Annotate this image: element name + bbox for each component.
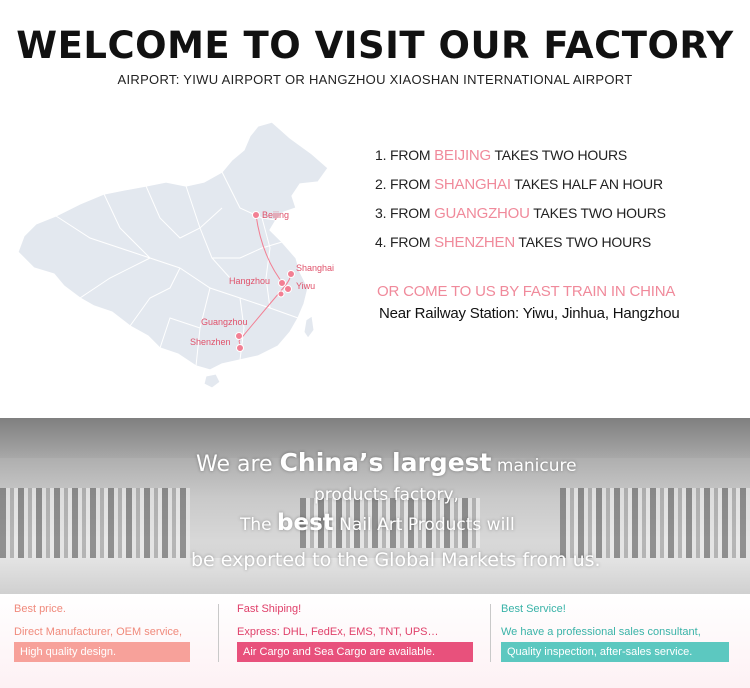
marker-shenzhen	[236, 344, 244, 352]
route-city: BEIJING	[434, 147, 492, 164]
province-borders	[55, 171, 299, 367]
banner-line-1-a: We are	[196, 452, 280, 477]
feature-line: We have a professional sales consultant,	[501, 626, 701, 638]
showroom-floor	[0, 558, 750, 594]
banner-line-4: be exported to the Global Markets from u…	[191, 549, 601, 571]
route-prefix: 3. FROM	[375, 205, 435, 221]
feature-best-price: Best price. Direct Manufacturer, OEM ser…	[14, 594, 214, 688]
route-prefix: 4. FROM	[375, 234, 435, 250]
feature-line: Direct Manufacturer, OEM service,	[14, 626, 183, 638]
route-prefix: 2. FROM	[375, 176, 435, 192]
label-guangzhou: Guangzhou	[201, 317, 248, 327]
banner-text: We are China’s largest manicure products…	[0, 418, 750, 594]
page-title: WELCOME TO VISIT OUR FACTORY	[16, 24, 734, 67]
marker-beijing	[252, 211, 260, 219]
marker-shanghai	[287, 270, 295, 278]
banner-line-3-a: The	[240, 515, 278, 535]
label-shenzhen: Shenzhen	[190, 337, 231, 347]
feature-fast-shipping: Fast Shiping! Express: DHL, FedEx, EMS, …	[237, 594, 477, 688]
route-suffix: TAKES TWO HOURS	[491, 147, 628, 163]
route-city: SHANGHAI	[434, 176, 511, 193]
railway-station-text: Near Railway Station: Yiwu, Jinhua, Hang…	[379, 305, 680, 322]
china-landmass	[17, 121, 329, 371]
label-hangzhou: Hangzhou	[229, 276, 270, 286]
banner-line-1-c: manicure	[491, 456, 577, 476]
route-item: 4. FROM SHENZHEN TAKES TWO HOURS	[375, 232, 735, 261]
route-item: 1. FROM BEIJING TAKES TWO HOURS	[375, 145, 735, 174]
feature-line: Express: DHL, FedEx, EMS, TNT, UPS…	[237, 626, 439, 638]
route-prefix: 1. FROM	[375, 147, 435, 163]
label-shanghai: Shanghai	[296, 263, 334, 273]
banner-line-1: We are China’s largest manicure	[196, 448, 577, 477]
china-map-svg: Beijing Shanghai Hangzhou Yiwu Guangzhou…	[17, 121, 334, 389]
showroom-shelf-center	[300, 498, 480, 548]
route-city: SHENZHEN	[434, 234, 515, 251]
banner-line-2: products factory,	[314, 485, 459, 505]
marker-hangzhou	[278, 279, 286, 287]
marker-extra	[277, 290, 285, 298]
route-suffix: TAKES TWO HOURS	[515, 234, 652, 250]
label-yiwu: Yiwu	[296, 281, 315, 291]
route-item: 2. FROM SHANGHAI TAKES HALF AN HOUR	[375, 174, 735, 203]
banner-line-3-c: Nail Art Products will	[333, 515, 515, 535]
feature-heading: Fast Shiping!	[237, 603, 302, 615]
route-suffix: TAKES HALF AN HOUR	[510, 176, 663, 192]
marker-guangzhou	[235, 332, 243, 340]
feature-heading: Best price.	[14, 603, 66, 615]
showroom-shelf-right	[560, 488, 750, 558]
train-heading: OR COME TO US BY FAST TRAIN IN CHINA	[377, 283, 676, 300]
banner-line-3: The best Nail Art Products will	[240, 510, 515, 536]
feature-highlight: Air Cargo and Sea Cargo are available.	[237, 642, 473, 662]
hainan-island	[203, 373, 221, 389]
showroom-banner: We are China’s largest manicure products…	[0, 418, 750, 594]
china-map: Beijing Shanghai Hangzhou Yiwu Guangzhou…	[0, 108, 360, 398]
feature-heading: Best Service!	[501, 603, 566, 615]
feature-divider	[218, 604, 219, 662]
marker-yiwu	[284, 285, 292, 293]
showroom-shelf-left	[0, 488, 190, 558]
feature-best-service: Best Service! We have a professional sal…	[501, 594, 741, 688]
feature-divider	[490, 604, 491, 662]
route-item: 3. FROM GUANGZHOU TAKES TWO HOURS	[375, 203, 735, 232]
banner-line-3-b: best	[277, 510, 334, 536]
airport-subtitle: AIRPORT: YIWU AIRPORT OR HANGZHOU XIAOSH…	[117, 72, 633, 87]
feature-highlight: High quality design.	[14, 642, 190, 662]
route-list: 1. FROM BEIJING TAKES TWO HOURS 2. FROM …	[375, 145, 735, 261]
taiwan-island	[303, 315, 315, 339]
banner-line-1-b: China’s largest	[279, 448, 492, 477]
label-beijing: Beijing	[262, 210, 289, 220]
route-suffix: TAKES TWO HOURS	[529, 205, 666, 221]
feature-strip: Best price. Direct Manufacturer, OEM ser…	[0, 594, 750, 688]
route-city: GUANGZHOU	[434, 205, 530, 222]
feature-highlight: Quality inspection, after-sales service.	[501, 642, 729, 662]
showroom-ceiling	[0, 418, 750, 458]
